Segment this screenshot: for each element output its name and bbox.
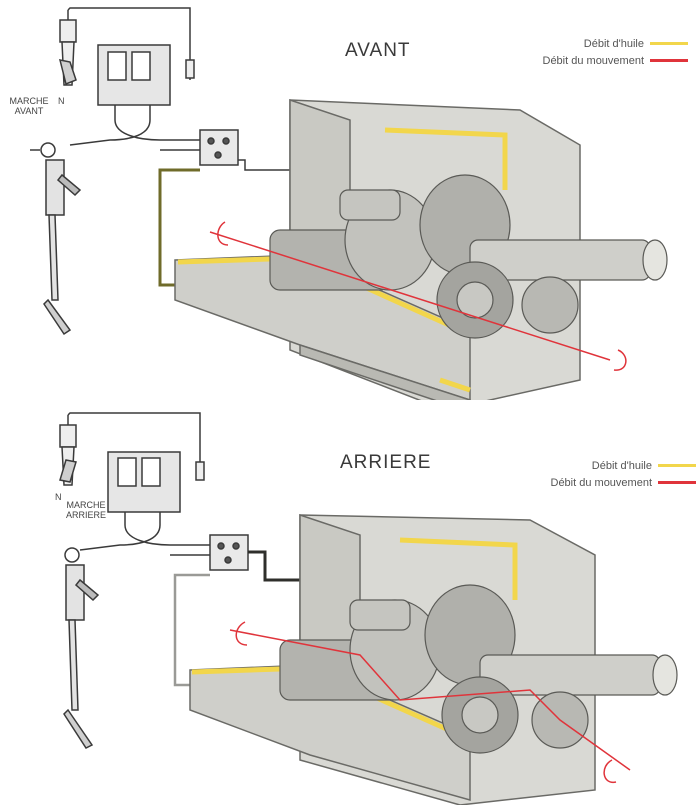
forward-diagram: AVANT Débit d'huile Débit du mouvement M…: [0, 0, 697, 400]
hydraulic-lines: [79, 524, 210, 556]
legend-movement-swatch: [658, 481, 696, 484]
legend-movement-swatch: [650, 59, 688, 62]
gear-train: [279, 584, 678, 754]
hydraulic-lines: [69, 119, 300, 171]
forward-transmission-illustration: [30, 7, 668, 400]
control-valve-body: [209, 534, 249, 571]
control-valve-body: [199, 129, 239, 166]
lever-neutral-label: N: [58, 96, 65, 106]
solenoid-valve: [97, 44, 171, 120]
lever-position-label: MARCHE AVANT: [9, 96, 49, 116]
reverse-transmission-illustration: [59, 412, 678, 805]
oil-pipe-active: [248, 550, 330, 582]
control-lever: [59, 415, 77, 486]
control-wiring: [67, 7, 195, 80]
legend-oil-label: Débit d'huile: [583, 37, 644, 50]
movement-flow-line: [229, 621, 631, 783]
legend-oil-swatch: [658, 464, 696, 467]
movement-flow-line: [209, 221, 627, 371]
legend: Débit d'huile Débit du mouvement: [470, 35, 688, 69]
legend-movement-label: Débit du mouvement: [542, 54, 645, 67]
legend-oil-swatch: [650, 42, 688, 45]
gear-train: [269, 174, 668, 339]
reverse-diagram: ARRIERE Débit d'huile Débit du mouvement…: [0, 400, 697, 805]
control-lever: [58, 10, 77, 86]
diagram-title: ARRIERE: [340, 452, 432, 473]
lever-neutral-label: N: [55, 492, 62, 502]
legend-oil-label: Débit d'huile: [591, 459, 652, 472]
legend: Débit d'huile Débit du mouvement: [478, 457, 696, 491]
legend-movement-label: Débit du mouvement: [550, 476, 653, 489]
shift-linkage: [63, 547, 100, 749]
oil-pipe-idle: [173, 573, 210, 687]
diagram-title: AVANT: [345, 40, 411, 61]
solenoid-valve: [107, 451, 181, 525]
shift-linkage: [30, 142, 82, 336]
lever-position-label: MARCHE ARRIERE: [65, 500, 106, 520]
control-wiring: [67, 412, 205, 481]
oil-pipe: [158, 168, 200, 287]
